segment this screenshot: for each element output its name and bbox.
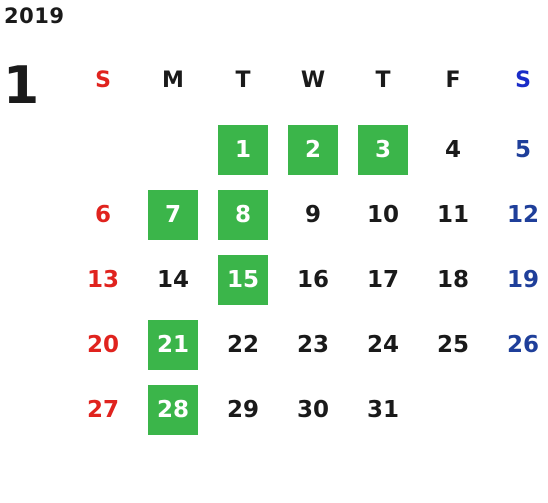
day-cell-28[interactable]: 28 <box>148 385 198 435</box>
day-cell-10[interactable]: 10 <box>366 202 399 228</box>
weekday-header-wed: W <box>300 68 326 93</box>
day-cell-8[interactable]: 8 <box>218 190 268 240</box>
day-cell-1[interactable]: 1 <box>218 125 268 175</box>
day-cell-14[interactable]: 14 <box>156 267 189 293</box>
weekday-header-sat: S <box>515 68 531 93</box>
day-cell-4[interactable]: 4 <box>444 137 461 163</box>
day-cell-17[interactable]: 17 <box>366 267 399 293</box>
day-cell-26[interactable]: 26 <box>506 332 539 358</box>
day-cell-6[interactable]: 6 <box>94 202 111 228</box>
day-cell-20[interactable]: 20 <box>86 332 119 358</box>
day-cell-31[interactable]: 31 <box>366 397 399 423</box>
day-cell-29[interactable]: 29 <box>226 397 259 423</box>
day-cell-24[interactable]: 24 <box>366 332 399 358</box>
day-cell-18[interactable]: 18 <box>436 267 469 293</box>
weekday-header-thu: T <box>375 68 391 93</box>
day-cell-3[interactable]: 3 <box>358 125 408 175</box>
day-cell-25[interactable]: 25 <box>436 332 469 358</box>
calendar-month: 1 <box>3 56 40 116</box>
weekday-header-tue: T <box>235 68 251 93</box>
day-cell-12[interactable]: 12 <box>506 202 539 228</box>
day-cell-11[interactable]: 11 <box>436 202 469 228</box>
day-cell-13[interactable]: 13 <box>86 267 119 293</box>
day-cell-19[interactable]: 19 <box>506 267 539 293</box>
day-cell-9[interactable]: 9 <box>304 202 321 228</box>
day-cell-5[interactable]: 5 <box>514 137 531 163</box>
day-cell-7[interactable]: 7 <box>148 190 198 240</box>
day-cell-16[interactable]: 16 <box>296 267 329 293</box>
day-cell-22[interactable]: 22 <box>226 332 259 358</box>
day-cell-27[interactable]: 27 <box>86 397 119 423</box>
weekday-header-fri: F <box>445 68 461 93</box>
day-cell-15[interactable]: 15 <box>218 255 268 305</box>
day-cell-23[interactable]: 23 <box>296 332 329 358</box>
day-cell-30[interactable]: 30 <box>296 397 329 423</box>
day-cell-2[interactable]: 2 <box>288 125 338 175</box>
day-cell-21[interactable]: 21 <box>148 320 198 370</box>
weekday-header-mon: M <box>162 68 184 93</box>
calendar-year: 2019 <box>4 4 65 28</box>
weekday-header-sun: S <box>95 68 111 93</box>
